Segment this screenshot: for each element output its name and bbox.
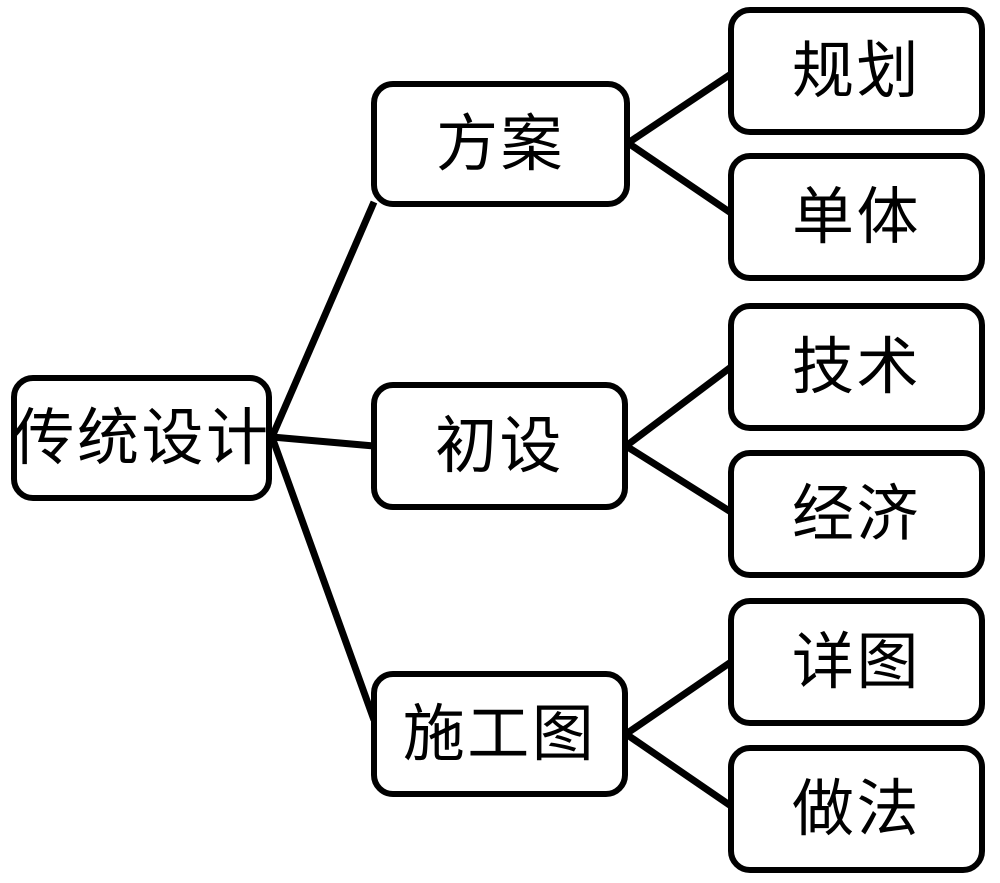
node-shigongtu-label: 施工图 bbox=[402, 697, 597, 770]
node-root[interactable]: 传统设计 bbox=[11, 375, 272, 501]
node-fangan[interactable]: 方案 bbox=[371, 81, 630, 207]
node-jingji-label: 经济 bbox=[792, 477, 921, 550]
node-root-label: 传统设计 bbox=[12, 401, 271, 474]
node-zuofa[interactable]: 做法 bbox=[728, 745, 985, 873]
node-danti[interactable]: 单体 bbox=[728, 153, 985, 281]
node-xiangtu-label: 详图 bbox=[792, 625, 921, 698]
edge-root-to-fangan bbox=[268, 200, 378, 439]
node-jishu[interactable]: 技术 bbox=[728, 303, 985, 431]
edge-chushe-to-jishu bbox=[623, 364, 734, 449]
node-guihua-label: 规划 bbox=[792, 34, 921, 107]
node-shigongtu[interactable]: 施工图 bbox=[371, 671, 628, 797]
node-guihua[interactable]: 规划 bbox=[728, 7, 985, 135]
node-chushe[interactable]: 初设 bbox=[371, 382, 628, 510]
edge-fangan-to-guihua bbox=[626, 71, 733, 146]
node-fangan-label: 方案 bbox=[436, 107, 565, 180]
node-zuofa-label: 做法 bbox=[792, 772, 921, 845]
edge-root-to-shigongtu bbox=[268, 435, 378, 722]
edge-root-to-chushe bbox=[271, 433, 375, 450]
node-chushe-label: 初设 bbox=[435, 409, 564, 482]
node-danti-label: 单体 bbox=[792, 180, 921, 253]
node-jishu-label: 技术 bbox=[792, 330, 921, 403]
node-xiangtu[interactable]: 详图 bbox=[728, 598, 985, 726]
edge-shigongtu-to-xiangtu bbox=[624, 659, 733, 737]
edge-chushe-to-jingji bbox=[624, 443, 733, 515]
node-jingji[interactable]: 经济 bbox=[728, 450, 985, 578]
edge-fangan-to-danti bbox=[626, 140, 733, 216]
edge-shigongtu-to-zuofa bbox=[624, 731, 733, 809]
